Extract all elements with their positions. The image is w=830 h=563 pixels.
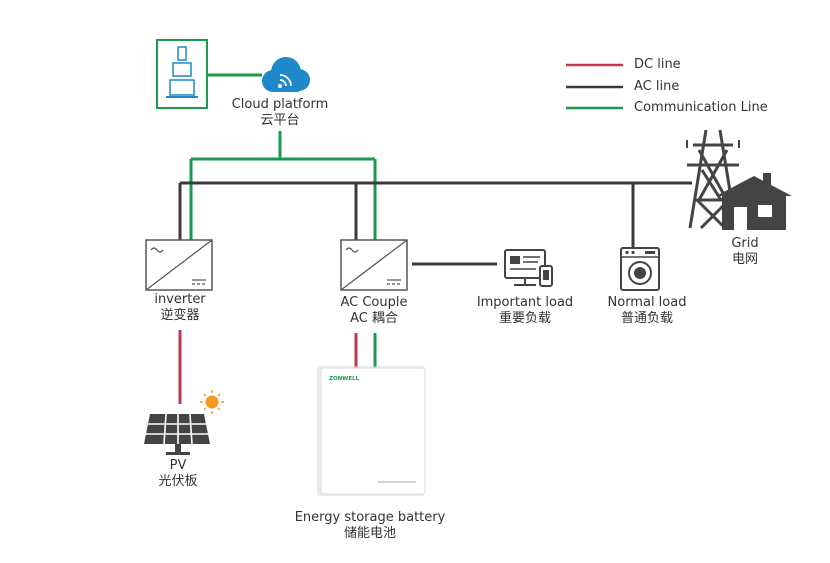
- grid-label-en: Grid: [731, 236, 759, 251]
- pv-label-zh: 光伏板: [158, 474, 198, 489]
- washing-machine-icon: [620, 247, 660, 291]
- grid-label: Grid 电网: [715, 236, 775, 268]
- legend-comm-label: Communication Line: [634, 100, 768, 115]
- cloud-label-zh: 云平台: [260, 113, 300, 128]
- cloud-label: Cloud platform 云平台: [220, 97, 340, 129]
- legend-dc-label: DC line: [634, 57, 681, 72]
- normal-load-label: Normal load 普通负载: [587, 295, 707, 327]
- monitoring-devices-icon: [156, 39, 208, 109]
- important-load-label: Important load 重要负载: [465, 295, 585, 327]
- battery-label-en: Energy storage battery: [294, 510, 446, 525]
- ac-couple-label-zh: AC 耦合: [350, 311, 398, 326]
- battery-brand: ZONWELL: [329, 376, 360, 382]
- ac-couple-label-en: AC Couple: [340, 295, 408, 310]
- inverter-label-en: inverter: [154, 292, 206, 307]
- sun-icon: [200, 390, 224, 414]
- important-load-icon: [504, 249, 553, 287]
- normal-load-label-zh: 普通负载: [620, 311, 673, 326]
- inverter-label: inverter 逆变器: [120, 292, 240, 324]
- dc-wires: [178, 330, 358, 404]
- inverter-label-zh: 逆变器: [160, 308, 200, 323]
- ac-couple-icon: [340, 239, 408, 291]
- cloud-label-en: Cloud platform: [231, 97, 329, 112]
- house-icon: [716, 173, 792, 230]
- communication-wires: [189, 73, 377, 368]
- cloud-icon: [262, 57, 310, 92]
- solar-panel-icon: [144, 413, 210, 455]
- legend-ac-label: AC line: [634, 79, 680, 94]
- normal-load-label-en: Normal load: [607, 295, 687, 310]
- battery-icon: [317, 366, 426, 496]
- battery-label: Energy storage battery 储能电池: [270, 510, 470, 542]
- important-load-label-en: Important load: [476, 295, 574, 310]
- ac-couple-label: AC Couple AC 耦合: [314, 295, 434, 327]
- battery-label-zh: 储能电池: [343, 526, 396, 541]
- inverter-icon: [145, 239, 213, 291]
- grid-label-zh: 电网: [731, 252, 758, 267]
- pv-label-en: PV: [169, 458, 187, 473]
- important-load-label-zh: 重要负载: [498, 311, 551, 326]
- ac-wires: [178, 181, 692, 266]
- pv-label: PV 光伏板: [148, 458, 208, 490]
